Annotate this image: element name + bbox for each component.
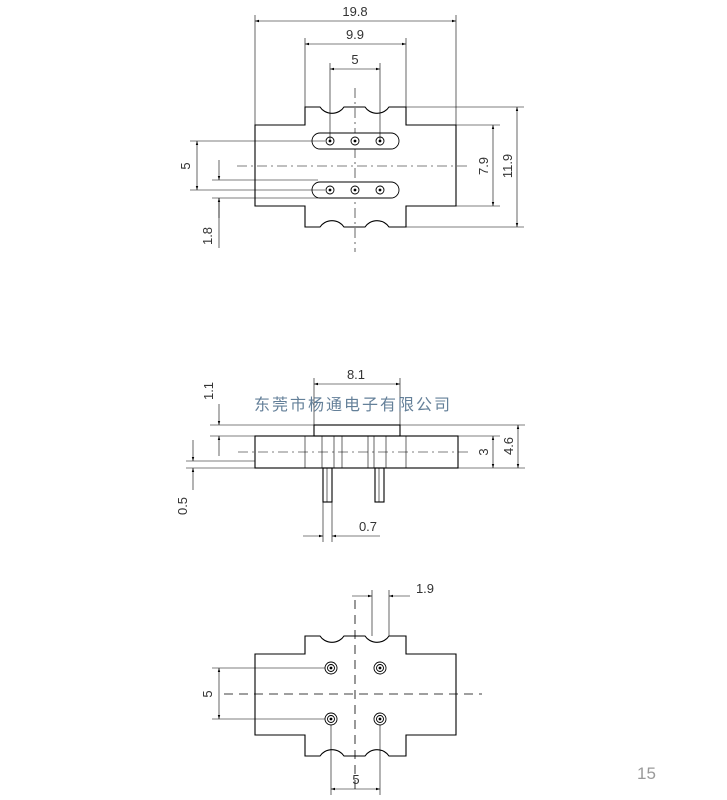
dim-9-9: 9.9	[346, 27, 364, 42]
page-number: 15	[637, 764, 656, 783]
dim-5-row: 5	[178, 162, 193, 169]
dim-11-9: 11.9	[500, 154, 515, 178]
dim-5-row-bottom: 5	[200, 690, 215, 697]
company-watermark: 东莞市杨通电子有限公司	[254, 395, 453, 414]
dim-0-7: 0.7	[359, 519, 377, 534]
dim-8-1: 8.1	[347, 367, 365, 382]
dim-5-pitch: 5	[351, 52, 358, 67]
side-pin-left	[322, 467, 333, 503]
side-view: 8.1 1.1 3 4.6 0.5 0.7	[175, 367, 525, 542]
top-view: 19.8 9.9 5 5 1.8 7.9 11.9	[178, 4, 524, 252]
dim-7-9: 7.9	[476, 157, 491, 175]
side-pin-right	[374, 467, 385, 503]
dim-0-5: 0.5	[175, 497, 190, 515]
dim-4-6: 4.6	[501, 437, 516, 455]
dim-1-8: 1.8	[200, 227, 215, 245]
top-view-outline	[254, 106, 457, 228]
bottom-view-outline	[254, 635, 457, 757]
bottom-view: 1.9 5 5	[200, 581, 482, 795]
dim-5-pitch-bottom: 5	[352, 772, 359, 787]
dim-3: 3	[476, 448, 491, 455]
dim-1-9: 1.9	[416, 581, 434, 596]
dim-1-1: 1.1	[201, 382, 216, 400]
dim-19-8: 19.8	[342, 4, 367, 19]
side-cap	[313, 424, 401, 437]
